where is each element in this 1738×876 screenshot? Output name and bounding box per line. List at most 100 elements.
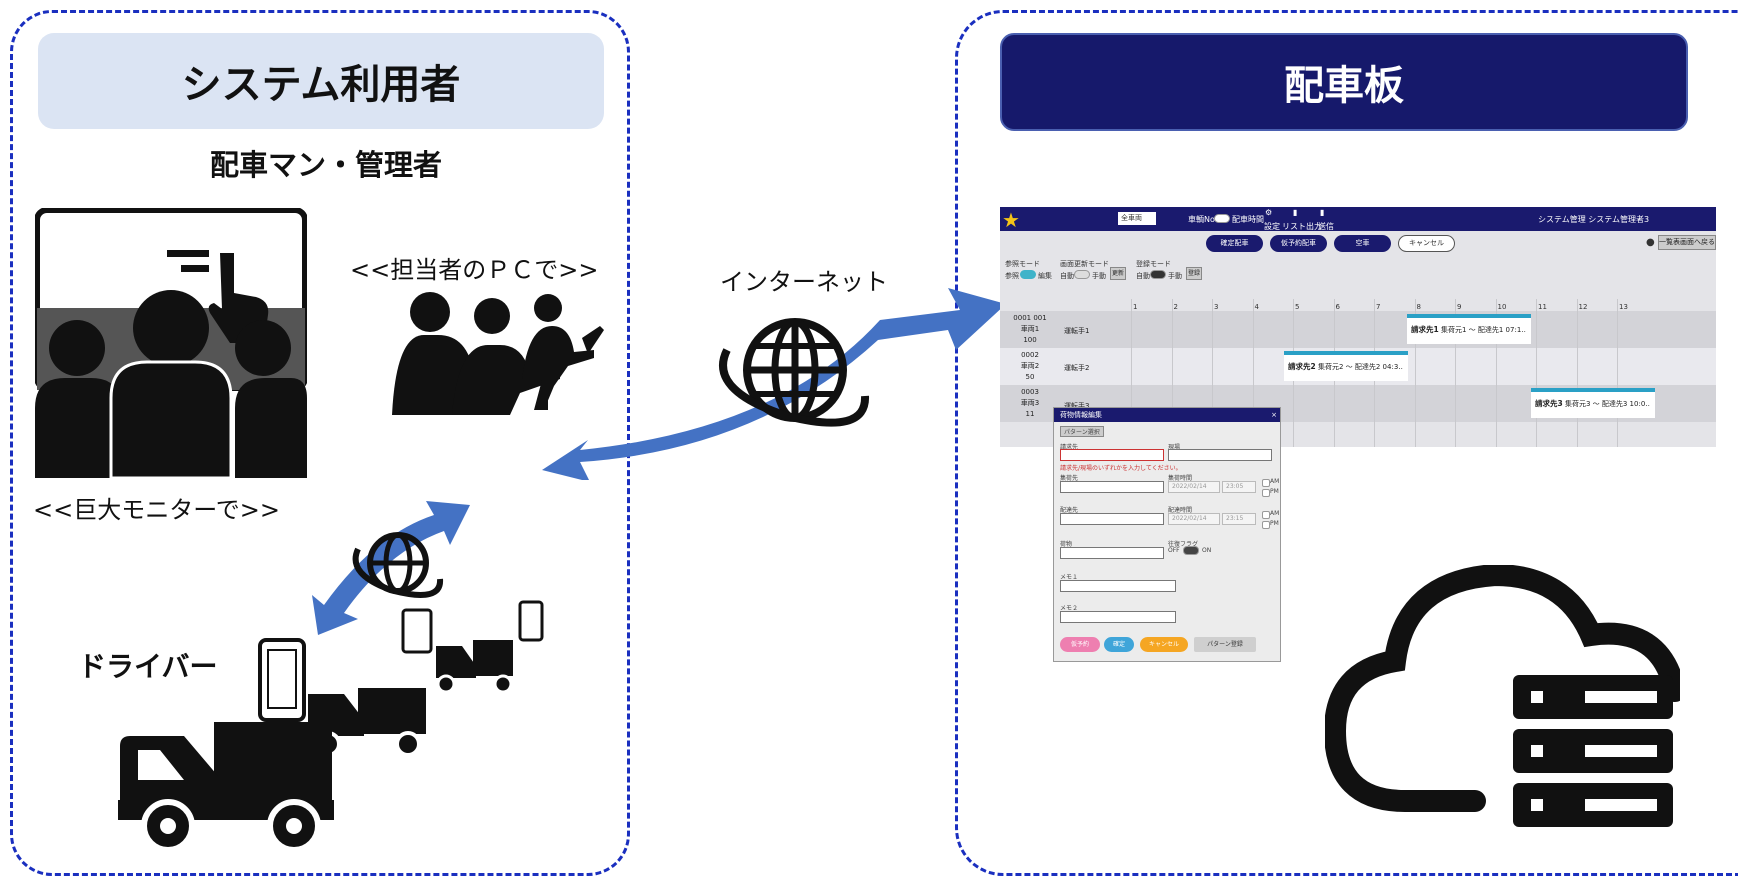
refresh-mode-toggle[interactable]: [1074, 270, 1090, 279]
hour-tick-label: 7: [1376, 303, 1381, 311]
driver-label: ドライバー: [78, 650, 218, 683]
hour-grid-line: [1455, 299, 1456, 447]
delivery-label: 配達先: [1060, 507, 1079, 514]
large-monitor-icon: [35, 208, 307, 478]
dispatch-time-label: 配車時間: [1232, 215, 1264, 224]
trucks-with-phones-icon: [118, 600, 544, 853]
vehicle-code: 0002: [1021, 351, 1039, 359]
system-users-title: システム利用者: [181, 62, 461, 108]
register-button[interactable]: 登録: [1186, 267, 1202, 280]
pickup-time-label: 集荷時間: [1168, 475, 1193, 482]
memo1-input[interactable]: [1060, 580, 1176, 592]
vehicle-no-label: 車輌No.: [1188, 215, 1218, 224]
modal-cancel-button[interactable]: キャンセル: [1140, 637, 1188, 652]
am-label: AM: [1270, 510, 1280, 517]
empty-vehicle-button[interactable]: 空車: [1334, 235, 1391, 252]
driver-name: 運転手2: [1064, 364, 1090, 372]
cargo-input[interactable]: [1060, 547, 1164, 559]
app-top-bar: ★ 全車両 車輌No. 配車時間 設定 ⚙ リスト出力 ▮ 送信 ▮ システム管…: [1000, 207, 1716, 232]
cargo-label: 荷物: [1060, 541, 1073, 548]
internet-label: インターネット: [720, 268, 888, 296]
am-label: AM: [1270, 478, 1280, 485]
cloud-server-icon: [1325, 565, 1680, 827]
vehicle-code: 0003: [1021, 388, 1039, 396]
pc-workers-icon: [392, 292, 604, 415]
pattern-register-button[interactable]: パターン登録: [1194, 637, 1256, 652]
hour-grid-line: [1131, 299, 1132, 447]
on-label: ON: [1202, 547, 1212, 554]
hour-tick-label: 9: [1457, 303, 1462, 311]
job-card-1[interactable]: 請求先1 集荷元1 ～ 配達先1 07:1‥: [1407, 314, 1531, 344]
ref-mode-edit: 編集: [1038, 272, 1052, 280]
pm-label: PM: [1270, 488, 1279, 495]
internet-arrow: [542, 288, 1006, 480]
job-time: 07:1‥: [1505, 326, 1526, 334]
vehicle-filter-select[interactable]: 全車両: [1118, 212, 1156, 225]
tentative-dispatch-button[interactable]: 仮予約配車: [1270, 235, 1327, 252]
modal-title: 荷物情報編集: [1060, 411, 1102, 419]
job-card-2[interactable]: 請求先2 集荷元2 ～ 配達先2 04:3‥: [1284, 351, 1408, 381]
refresh-mode-label: 画面更新モード: [1060, 260, 1109, 268]
ref-mode-toggle[interactable]: [1020, 270, 1036, 279]
pickup-pm-checkbox[interactable]: [1262, 489, 1270, 497]
hour-grid-line: [1414, 299, 1416, 447]
vehicle-capacity: 50: [1025, 373, 1035, 381]
memo2-input[interactable]: [1060, 611, 1176, 623]
delivery-am-checkbox[interactable]: [1262, 511, 1270, 519]
ref-mode-label: 参照モード: [1005, 260, 1040, 268]
register-auto-label: 自動: [1136, 272, 1150, 280]
delivery-pm-checkbox[interactable]: [1262, 521, 1270, 529]
confirm-dispatch-button[interactable]: 確定配車: [1206, 235, 1263, 252]
settings-link[interactable]: 設定: [1264, 222, 1280, 231]
job-route: 集荷元3 ～ 配達先3: [1564, 400, 1628, 408]
register-mode-toggle[interactable]: [1150, 270, 1166, 279]
hour-tick-label: 6: [1335, 303, 1340, 311]
job-client: 請求先3: [1535, 399, 1563, 408]
globe-icon: [719, 318, 869, 427]
send-link[interactable]: 送信: [1318, 222, 1334, 231]
driver-name: 運転手1: [1064, 327, 1090, 335]
hour-grid-line: [1252, 299, 1254, 447]
hour-tick-label: 4: [1254, 303, 1259, 311]
pickup-input[interactable]: [1060, 481, 1164, 493]
pattern-select-button[interactable]: パターン選択: [1060, 426, 1104, 437]
round-trip-toggle[interactable]: [1183, 546, 1199, 555]
site-input[interactable]: [1168, 449, 1272, 461]
hour-tick-label: 10: [1497, 303, 1507, 311]
delivery-input[interactable]: [1060, 513, 1164, 525]
cancel-button[interactable]: キャンセル: [1398, 235, 1455, 252]
pickup-am-checkbox[interactable]: [1262, 479, 1270, 487]
logged-in-user: システム管理 システム管理者3: [1538, 215, 1650, 224]
back-to-list-button[interactable]: 一覧表画面へ戻る: [1658, 235, 1716, 250]
driver-name: 運転手3: [1064, 402, 1090, 410]
job-route: 集荷元1 ～ 配達先1: [1440, 326, 1504, 334]
refresh-button[interactable]: 更新: [1110, 267, 1126, 280]
delivery-date-input[interactable]: 2022/02/14: [1168, 513, 1220, 525]
hour-grid-line: [1617, 299, 1618, 447]
client-input[interactable]: [1060, 449, 1164, 461]
hour-tick-label: 2: [1173, 303, 1178, 311]
validation-error: 請求先/現場のいずれかを入力してください。: [1060, 465, 1182, 472]
document-icon-2: ▮: [1320, 208, 1325, 217]
register-manual-label: 手動: [1168, 272, 1182, 280]
system-users-header: システム利用者: [38, 33, 604, 129]
modal-header: 荷物情報編集 ×: [1054, 408, 1280, 422]
pickup-date-input[interactable]: 2022/02/14: [1168, 481, 1220, 493]
vehicle-code: 0001 001: [1013, 314, 1047, 322]
memo2-label: メモ２: [1060, 605, 1079, 612]
hour-tick-label: 8: [1416, 303, 1421, 311]
close-icon[interactable]: ×: [1271, 411, 1277, 419]
vehicle-name: 車両3: [1020, 399, 1040, 407]
confirm-button[interactable]: 確定: [1104, 637, 1134, 652]
pickup-time-input[interactable]: 23:05: [1222, 481, 1256, 493]
job-card-3[interactable]: 請求先3 集荷元3 ～ 配達先3 10:0‥: [1531, 388, 1655, 418]
tentative-button[interactable]: 仮予約: [1060, 637, 1100, 652]
list-export-link[interactable]: リスト出力: [1282, 222, 1322, 231]
hour-grid-line: [1536, 299, 1537, 447]
delivery-time-label: 配達時間: [1168, 507, 1193, 514]
dispatch-board-header: 配車板: [1000, 33, 1688, 131]
delivery-time-input[interactable]: 23:15: [1222, 513, 1256, 525]
vehicle-time-toggle[interactable]: [1214, 214, 1230, 223]
